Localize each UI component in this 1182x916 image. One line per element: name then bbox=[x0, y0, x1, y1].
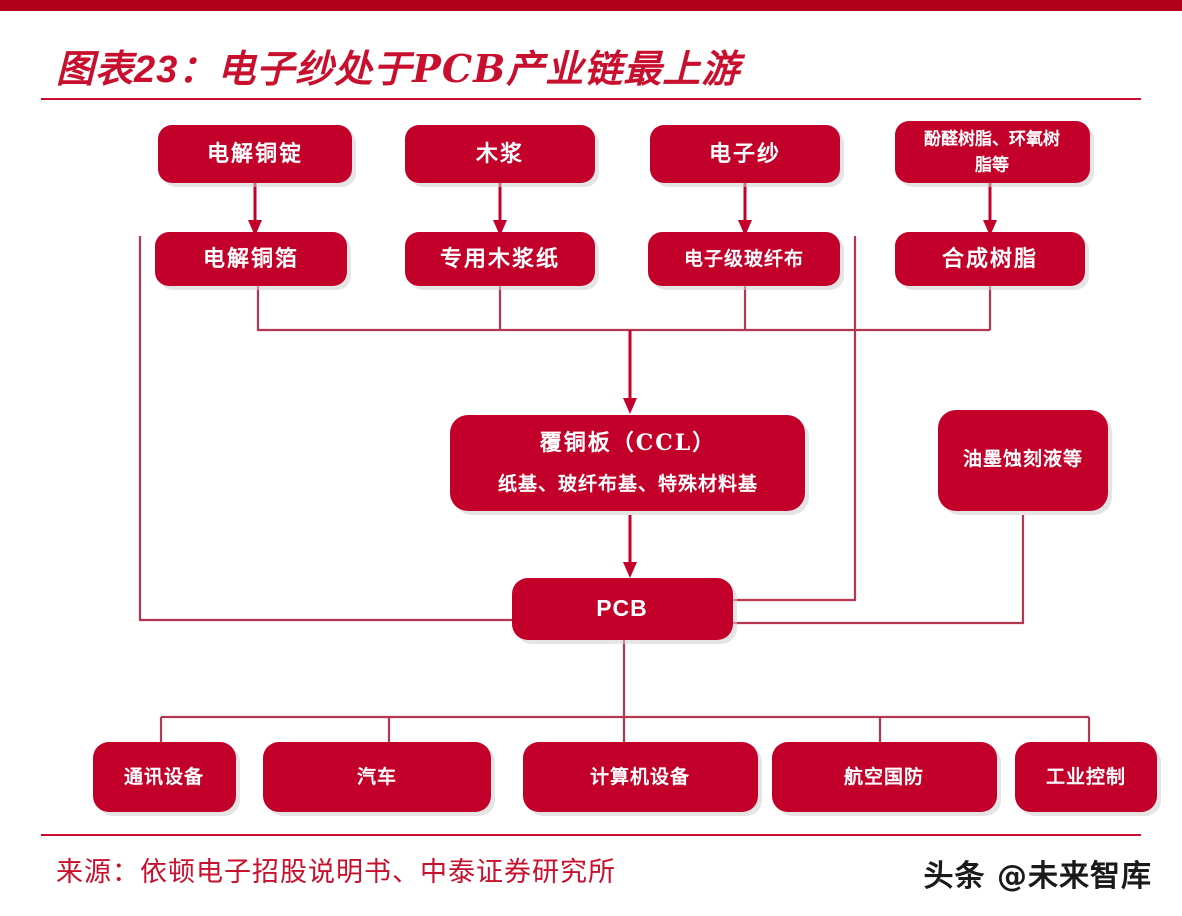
node-youmo-shikeye[interactable]: 油墨蚀刻液等 bbox=[938, 410, 1112, 515]
node-label: PCB bbox=[596, 595, 648, 621]
figure-title-text: 电子纱处于PCB产业链最上游 bbox=[217, 46, 741, 91]
edge-tongbo-to-pcb bbox=[138, 236, 514, 622]
node-dianziji-bolibu[interactable]: 电子级玻纤布 bbox=[648, 232, 844, 290]
node-hangkong-guofang[interactable]: 航空国防 bbox=[772, 742, 1001, 816]
node-label-line2: 脂等 bbox=[975, 155, 1009, 176]
edge-mujiang-to-zhuanyongmujiangzhi bbox=[493, 183, 507, 236]
node-pcb[interactable]: PCB bbox=[512, 578, 737, 644]
edge-bus-to-ccl-arrow bbox=[623, 330, 637, 414]
source-note: 来源：依顿电子招股说明书、中泰证券研究所 bbox=[56, 857, 616, 888]
node-dianjie-tongbo[interactable]: 电解铜箔 bbox=[155, 232, 351, 290]
node-jisuanji-shebei[interactable]: 计算机设备 bbox=[523, 742, 762, 816]
node-gongye-kongzhi[interactable]: 工业控制 bbox=[1015, 742, 1161, 816]
supply-chain-diagram: 电解铜锭 木浆 电子纱 酚醛树脂、环氧树 脂等 bbox=[0, 104, 1182, 828]
footer-divider bbox=[41, 834, 1141, 836]
node-label: 合成树脂 bbox=[942, 246, 1038, 272]
edge-ccl-to-pcb bbox=[623, 515, 637, 578]
node-label: 电子纱 bbox=[709, 141, 781, 167]
edge-dianzisha-to-bolibu bbox=[738, 183, 752, 236]
node-label-line2: 纸基、玻纤布基、特殊材料基 bbox=[498, 472, 758, 495]
edge-bolibu-to-pcb bbox=[733, 236, 857, 602]
watermark: 头条 @未来智库 bbox=[923, 859, 1152, 894]
node-label: 电子级玻纤布 bbox=[684, 247, 804, 270]
node-label: 工业控制 bbox=[1046, 765, 1126, 788]
node-dianjie-tongding[interactable]: 电解铜锭 bbox=[158, 125, 356, 187]
node-dianzisha[interactable]: 电子纱 bbox=[650, 125, 844, 187]
page-title: 图表23：电子纱处于PCB产业链最上游 bbox=[56, 38, 740, 93]
node-ccl[interactable]: 覆铜板（CCL） 纸基、玻纤布基、特殊材料基 bbox=[450, 415, 809, 515]
node-label-line1: 酚醛树脂、环氧树 bbox=[924, 129, 1060, 150]
node-label: 木浆 bbox=[475, 141, 524, 167]
node-fenquan-huanyang-shuzhi[interactable]: 酚醛树脂、环氧树 脂等 bbox=[895, 121, 1094, 187]
edge-bus-tier2-to-ccl bbox=[256, 286, 990, 332]
node-label: 计算机设备 bbox=[590, 765, 690, 788]
node-label: 航空国防 bbox=[844, 765, 924, 788]
node-mujiang[interactable]: 木浆 bbox=[405, 125, 599, 187]
node-label: 电解铜锭 bbox=[207, 141, 303, 167]
node-label: 汽车 bbox=[357, 765, 397, 788]
title-divider bbox=[41, 98, 1141, 100]
node-label-line1: 覆铜板（CCL） bbox=[539, 430, 717, 456]
node-label: 电解铜箔 bbox=[203, 246, 299, 272]
node-tongxun-shebei[interactable]: 通讯设备 bbox=[93, 742, 240, 816]
node-label: 专用木浆纸 bbox=[440, 246, 560, 272]
node-label: 油墨蚀刻液等 bbox=[963, 447, 1083, 470]
node-zhuanyong-mujiangzhi[interactable]: 专用木浆纸 bbox=[405, 232, 599, 290]
connector-layer bbox=[138, 183, 1091, 742]
edge-ink-to-pcb bbox=[733, 515, 1025, 625]
node-hecheng-shuzhi[interactable]: 合成树脂 bbox=[895, 232, 1089, 290]
node-qiche[interactable]: 汽车 bbox=[263, 742, 495, 816]
edge-shuzhi-to-hechengshuzhi bbox=[983, 183, 997, 236]
node-label: 通讯设备 bbox=[124, 765, 204, 788]
figure-label: 图表23： bbox=[56, 49, 218, 91]
edge-tongjie-tier1-to-tier2 bbox=[248, 183, 262, 236]
page-top-rule bbox=[0, 0, 1182, 11]
